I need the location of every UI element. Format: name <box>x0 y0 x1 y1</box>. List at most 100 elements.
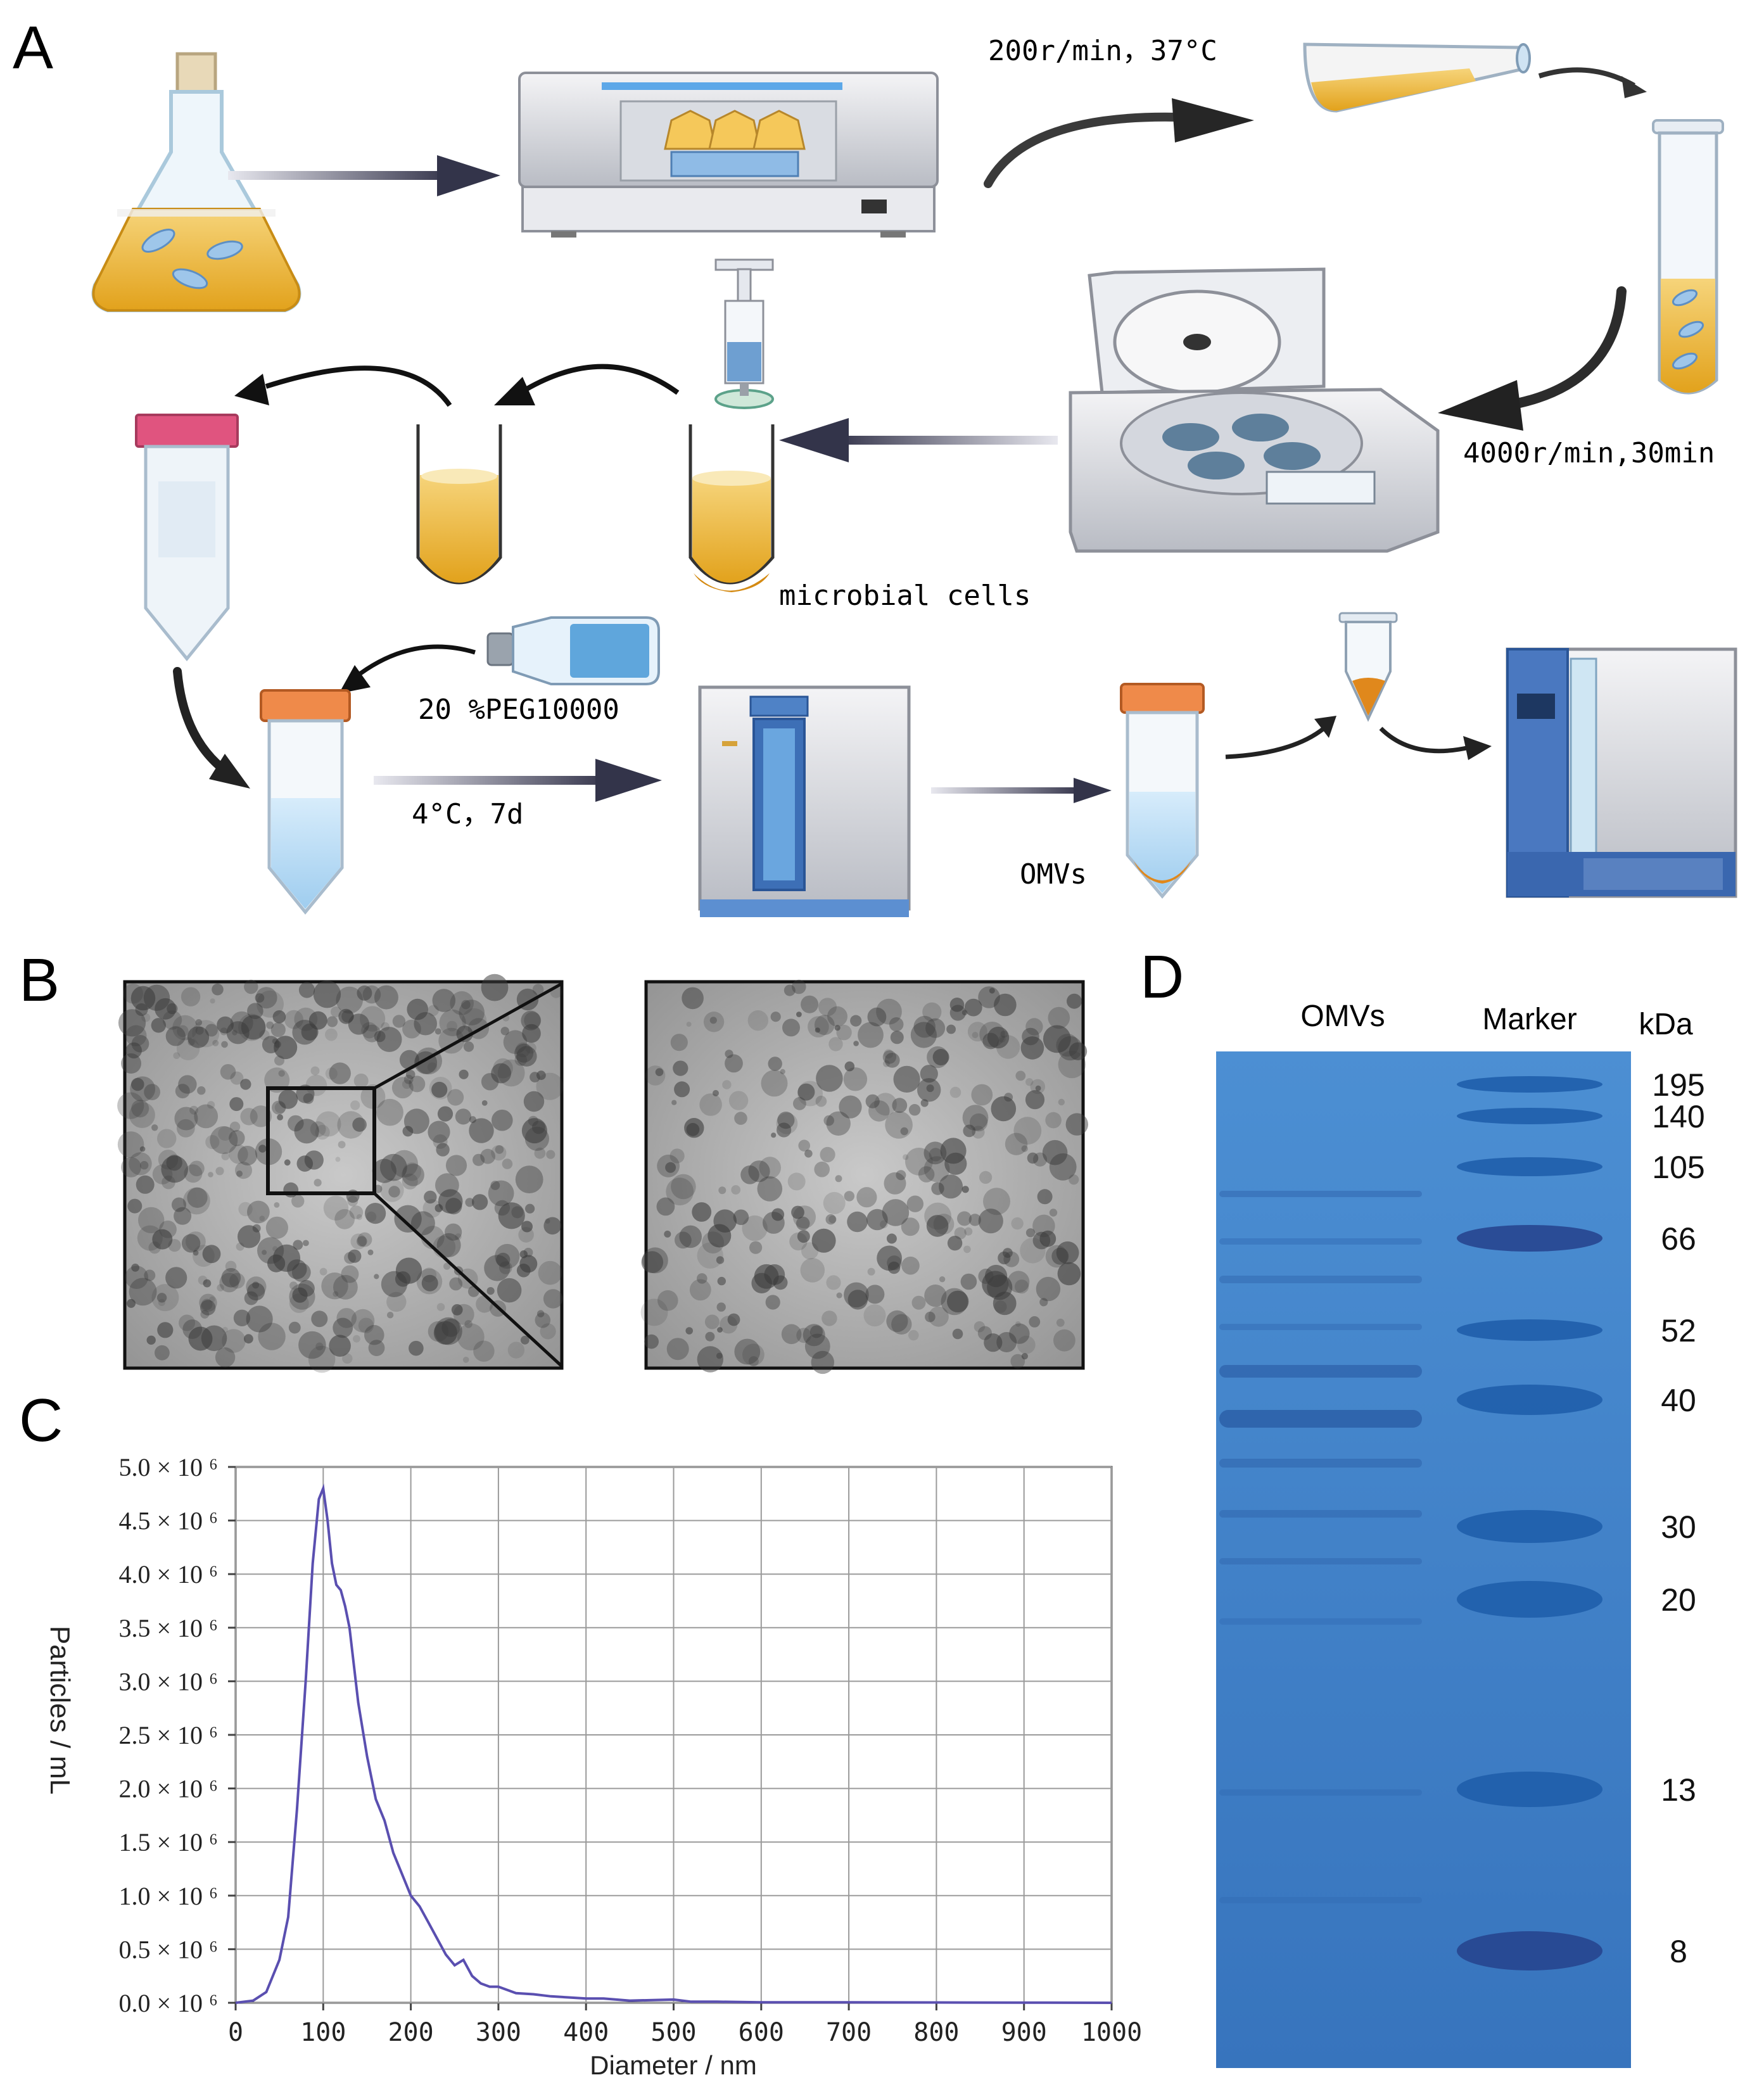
vesicle-particle <box>1042 1139 1068 1165</box>
vesicle-particle <box>983 1188 1010 1215</box>
omv-protein-band <box>1219 1459 1422 1468</box>
vesicle-particle <box>984 1333 1003 1352</box>
vesicle-particle <box>241 1015 266 1040</box>
marker-band <box>1457 1319 1602 1341</box>
vesicle-particle <box>265 1216 288 1239</box>
culture-flask-illustration <box>91 52 301 312</box>
vesicle-particle <box>908 1329 919 1341</box>
vesicle-particle <box>407 998 428 1020</box>
vesicle-particle <box>465 1198 474 1207</box>
kda-unit-label: kDa <box>1639 1008 1693 1041</box>
vesicle-particle <box>717 1327 723 1333</box>
vesicle-particle <box>844 1061 855 1072</box>
vesicle-particle <box>993 1291 1017 1316</box>
vesicle-particle <box>336 986 363 1014</box>
vesicle-particle <box>540 1323 556 1340</box>
vesicle-particle <box>1058 1098 1065 1106</box>
vesicle-particle <box>272 1100 286 1115</box>
vesicle-particle <box>331 1006 341 1017</box>
vesicle-particle <box>699 1093 722 1116</box>
vesicle-particle <box>181 987 201 1006</box>
vesicle-particle <box>356 1214 363 1221</box>
x-tick-label: 600 <box>739 2018 784 2047</box>
vesicle-particle <box>514 1043 534 1063</box>
vesicle-particle <box>201 1298 213 1310</box>
vesicle-particle <box>402 1019 421 1039</box>
vesicle-particle <box>917 1078 941 1102</box>
vesicle-particle <box>459 1069 469 1079</box>
vesicle-particle <box>402 1162 422 1181</box>
omv-tube-illustration <box>1120 683 1205 899</box>
arrow-supernatant-to-falcon <box>265 365 452 407</box>
vesicle-particle <box>968 1214 982 1226</box>
vesicle-particle <box>499 1261 512 1274</box>
vesicle-particle <box>949 1005 966 1021</box>
vesicle-particle <box>246 1276 267 1297</box>
vesicle-particle <box>503 1030 528 1054</box>
vesicle-particle <box>905 1148 933 1176</box>
vesicle-particle <box>380 1178 404 1202</box>
vesicle-particle <box>728 1091 749 1110</box>
vesicle-particle <box>924 1285 947 1307</box>
y-tick-label: 0.5 × 10 ⁶ <box>118 1935 218 1964</box>
vesicle-particle <box>820 1146 835 1162</box>
peg-tube-illustration <box>260 689 351 915</box>
vesicle-particle <box>703 1012 725 1032</box>
vesicle-particle <box>433 1321 458 1345</box>
vesicle-particle <box>969 1113 988 1132</box>
vesicle-particle <box>220 1027 228 1036</box>
vesicle-particle <box>165 1267 187 1289</box>
syringe-filter-illustration <box>714 258 774 409</box>
vesicle-particle <box>1015 1070 1026 1081</box>
vesicle-particle <box>117 1092 144 1119</box>
x-axis-label: Diameter / nm <box>590 2050 757 2080</box>
vesicle-particle <box>436 1233 461 1257</box>
vesicle-particle <box>521 1221 533 1233</box>
centrifuge-condition-label: 4000r/min,30min <box>1463 437 1715 469</box>
vesicle-particle <box>244 979 258 994</box>
vesicle-particle <box>310 1121 326 1138</box>
vesicle-particle <box>908 1104 921 1116</box>
x-tick-label: 200 <box>388 2018 433 2047</box>
x-tick-label: 400 <box>563 2018 609 2047</box>
vesicle-particle <box>989 987 995 994</box>
vesicle-particle <box>742 1215 768 1241</box>
vesicle-particle <box>402 1079 412 1089</box>
vesicle-particle <box>424 1190 437 1204</box>
vesicle-particle <box>364 1324 384 1345</box>
vesicle-particle <box>200 1300 216 1316</box>
vesicle-particle <box>920 1065 938 1083</box>
vesicle-particle <box>409 1340 424 1356</box>
vesicle-particle <box>964 998 982 1017</box>
vesicle-particle <box>131 1035 149 1053</box>
vesicle-particle <box>130 1076 156 1102</box>
vesicle-particle <box>278 1070 285 1077</box>
vesicle-particle <box>210 998 215 1004</box>
vesicle-particle <box>257 990 284 1018</box>
vesicle-particle <box>447 1089 464 1106</box>
vesicle-particle <box>139 1146 146 1152</box>
vesicle-particle <box>716 1352 723 1359</box>
vesicle-particle <box>284 1010 303 1029</box>
vesicle-particle <box>891 1314 912 1335</box>
vesicle-particle <box>882 1050 897 1064</box>
vesicle-particle <box>233 1309 251 1326</box>
vesicle-particle <box>952 1328 963 1340</box>
omv-protein-band <box>1219 1410 1422 1428</box>
vesicle-particle <box>847 1211 868 1233</box>
vesicle-particle <box>686 1122 700 1136</box>
vesicle-particle <box>523 1091 545 1112</box>
vesicle-particle <box>791 1205 804 1219</box>
vesicle-particle <box>828 1037 843 1051</box>
vesicle-particle <box>822 1310 837 1326</box>
pouring-tube-illustration <box>1303 42 1531 113</box>
vesicle-particle <box>336 1308 357 1328</box>
vesicle-particle <box>189 1160 205 1177</box>
vesicle-particle <box>535 1312 551 1328</box>
vesicle-particle <box>704 1314 720 1329</box>
vesicle-particle <box>236 1171 243 1177</box>
vesicle-particle <box>874 1093 897 1116</box>
arrow-to-test-tube-head <box>1621 76 1647 98</box>
marker-band <box>1457 1157 1602 1176</box>
vesicle-particle <box>793 1096 806 1110</box>
